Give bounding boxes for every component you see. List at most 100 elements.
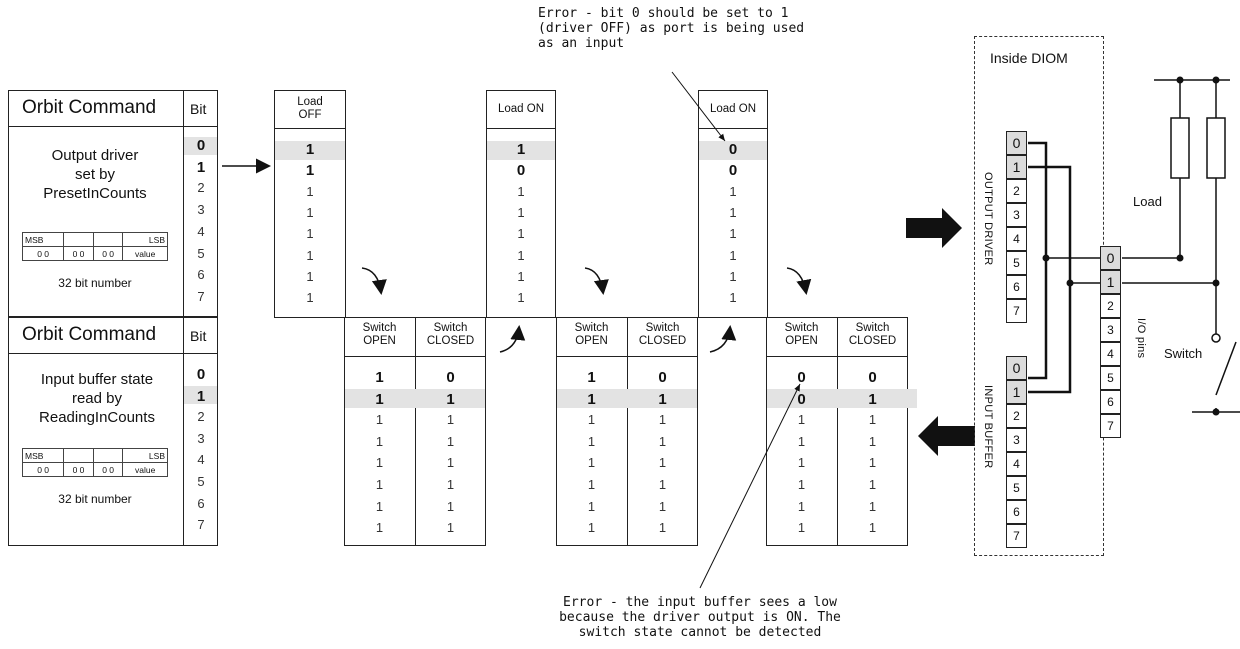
bottom-note-pointer bbox=[699, 383, 801, 589]
bit-index: 6 bbox=[197, 495, 205, 511]
read-open-value: 1 bbox=[797, 520, 806, 536]
read-open-value: 1 bbox=[375, 433, 384, 449]
state-bit-value: 1 bbox=[306, 204, 314, 220]
read-closed-value: 1 bbox=[446, 498, 455, 514]
diom-bit-cell: 1 bbox=[1006, 380, 1027, 404]
bit-index: 3 bbox=[197, 430, 205, 446]
read-open-value: 0 bbox=[797, 369, 806, 386]
read2-open-header: Switch OPEN bbox=[784, 322, 819, 347]
read-open-value: 1 bbox=[587, 412, 596, 428]
read-closed-value: 1 bbox=[446, 455, 455, 471]
diom-bit-cell: 4 bbox=[1006, 227, 1027, 251]
read-open-value: 1 bbox=[587, 498, 596, 514]
diom-bit-cell: 1 bbox=[1100, 270, 1121, 294]
read-closed-value: 1 bbox=[658, 477, 667, 492]
diom-bit-cell: 3 bbox=[1100, 318, 1121, 342]
read-closed-value: 1 bbox=[658, 455, 667, 471]
state-header-0: Load OFF bbox=[297, 96, 323, 121]
read-closed-value: 1 bbox=[658, 390, 667, 408]
read-closed-value: 1 bbox=[868, 498, 877, 514]
curved-arrow-up-1 bbox=[499, 325, 526, 353]
diom-title: Inside DIOM bbox=[990, 50, 1068, 66]
state-bit-value: 1 bbox=[729, 183, 737, 199]
curved-arrow-down-3 bbox=[786, 267, 812, 295]
curved-arrow-down-2 bbox=[584, 267, 609, 295]
read-open-value: 1 bbox=[375, 412, 384, 428]
top-note-pointer bbox=[671, 71, 726, 142]
diom-box bbox=[974, 36, 1104, 556]
bit-index: 7 bbox=[197, 288, 205, 304]
read-open-value: 1 bbox=[587, 433, 596, 449]
state-bit-value: 1 bbox=[306, 247, 314, 263]
state-bit-value: 1 bbox=[729, 247, 737, 263]
preset-caption: 32 bit number bbox=[58, 276, 132, 290]
state-bit-value: 1 bbox=[729, 226, 737, 242]
read-open-value: 1 bbox=[797, 498, 806, 514]
bit-index: 1 bbox=[196, 387, 206, 405]
read-closed-value: 1 bbox=[446, 520, 455, 536]
state-bit-value: 1 bbox=[306, 290, 314, 306]
read-open-value: 1 bbox=[375, 477, 384, 492]
diom-bit-cell: 2 bbox=[1006, 404, 1027, 428]
bit-index: 2 bbox=[197, 409, 205, 425]
state-bit-value: 1 bbox=[306, 183, 314, 199]
reading-header: Orbit Command bbox=[22, 324, 157, 345]
read-closed-value: 0 bbox=[658, 369, 667, 386]
bit-index: 6 bbox=[197, 267, 205, 283]
read-closed-value: 1 bbox=[868, 455, 877, 471]
top-error-note: Error - bit 0 should be set to 1 (driver… bbox=[538, 6, 805, 51]
state-bit-value: 1 bbox=[517, 204, 525, 220]
read-closed-value: 1 bbox=[868, 520, 877, 536]
bit-index: 1 bbox=[196, 158, 206, 176]
read-closed-value: 1 bbox=[446, 477, 455, 492]
load-resistor-1 bbox=[1170, 117, 1190, 179]
diom-bit-cell: 5 bbox=[1100, 366, 1121, 390]
read-closed-value: 1 bbox=[658, 412, 667, 428]
read-closed-value: 1 bbox=[868, 477, 877, 492]
load-resistor-2 bbox=[1206, 117, 1226, 179]
diom-bit-cell: 2 bbox=[1006, 179, 1027, 203]
state-header-2: Load ON bbox=[709, 103, 757, 115]
read-closed-value: 1 bbox=[446, 433, 455, 449]
state-bit-value: 0 bbox=[728, 141, 738, 158]
diom-bit-cell: 6 bbox=[1100, 390, 1121, 414]
read-closed-value: 1 bbox=[446, 412, 455, 428]
bit-index: 4 bbox=[197, 452, 205, 468]
bit-index: 3 bbox=[197, 202, 205, 218]
read-closed-value: 0 bbox=[868, 369, 877, 386]
switch-label: Switch bbox=[1164, 346, 1203, 361]
bit-index: 4 bbox=[197, 223, 205, 239]
reading-caption: 32 bit number bbox=[58, 492, 132, 506]
read-open-value: 1 bbox=[375, 498, 384, 514]
preset-title: Output driver set by PresetInCounts bbox=[43, 147, 147, 202]
output-driver-label: OUTPUT DRIVER bbox=[982, 172, 994, 266]
read-open-value: 1 bbox=[797, 412, 806, 428]
big-arrow-right bbox=[906, 208, 962, 248]
bit-index: 0 bbox=[196, 366, 206, 383]
state-bit-value: 1 bbox=[306, 268, 314, 284]
read-open-value: 1 bbox=[375, 369, 384, 386]
state-bit-value: 1 bbox=[306, 226, 314, 242]
read-open-value: 1 bbox=[375, 390, 384, 408]
bit-index: 5 bbox=[197, 245, 205, 261]
diom-bit-cell: 0 bbox=[1006, 356, 1027, 380]
read-closed-value: 1 bbox=[446, 390, 455, 408]
state-bit-value: 1 bbox=[517, 247, 525, 263]
state-bit-value: 1 bbox=[305, 162, 315, 180]
read0-open-header: Switch OPEN bbox=[362, 322, 397, 347]
reading-title: Input buffer state read by ReadingInCoun… bbox=[39, 371, 155, 426]
state-bit-value: 1 bbox=[517, 183, 525, 199]
state-bit-value: 1 bbox=[517, 226, 525, 242]
diom-bit-cell: 5 bbox=[1006, 251, 1027, 275]
state-bit-value: 1 bbox=[729, 268, 737, 284]
read0-closed-header: Switch CLOSED bbox=[426, 322, 475, 347]
big-arrow-left bbox=[918, 416, 975, 456]
read-open-value: 1 bbox=[587, 477, 596, 492]
diom-bit-cell: 0 bbox=[1006, 131, 1027, 155]
read-closed-value: 1 bbox=[658, 498, 667, 514]
diom-bit-cell: 6 bbox=[1006, 275, 1027, 299]
bit-index: 2 bbox=[197, 180, 205, 196]
read-closed-value: 1 bbox=[868, 433, 877, 449]
